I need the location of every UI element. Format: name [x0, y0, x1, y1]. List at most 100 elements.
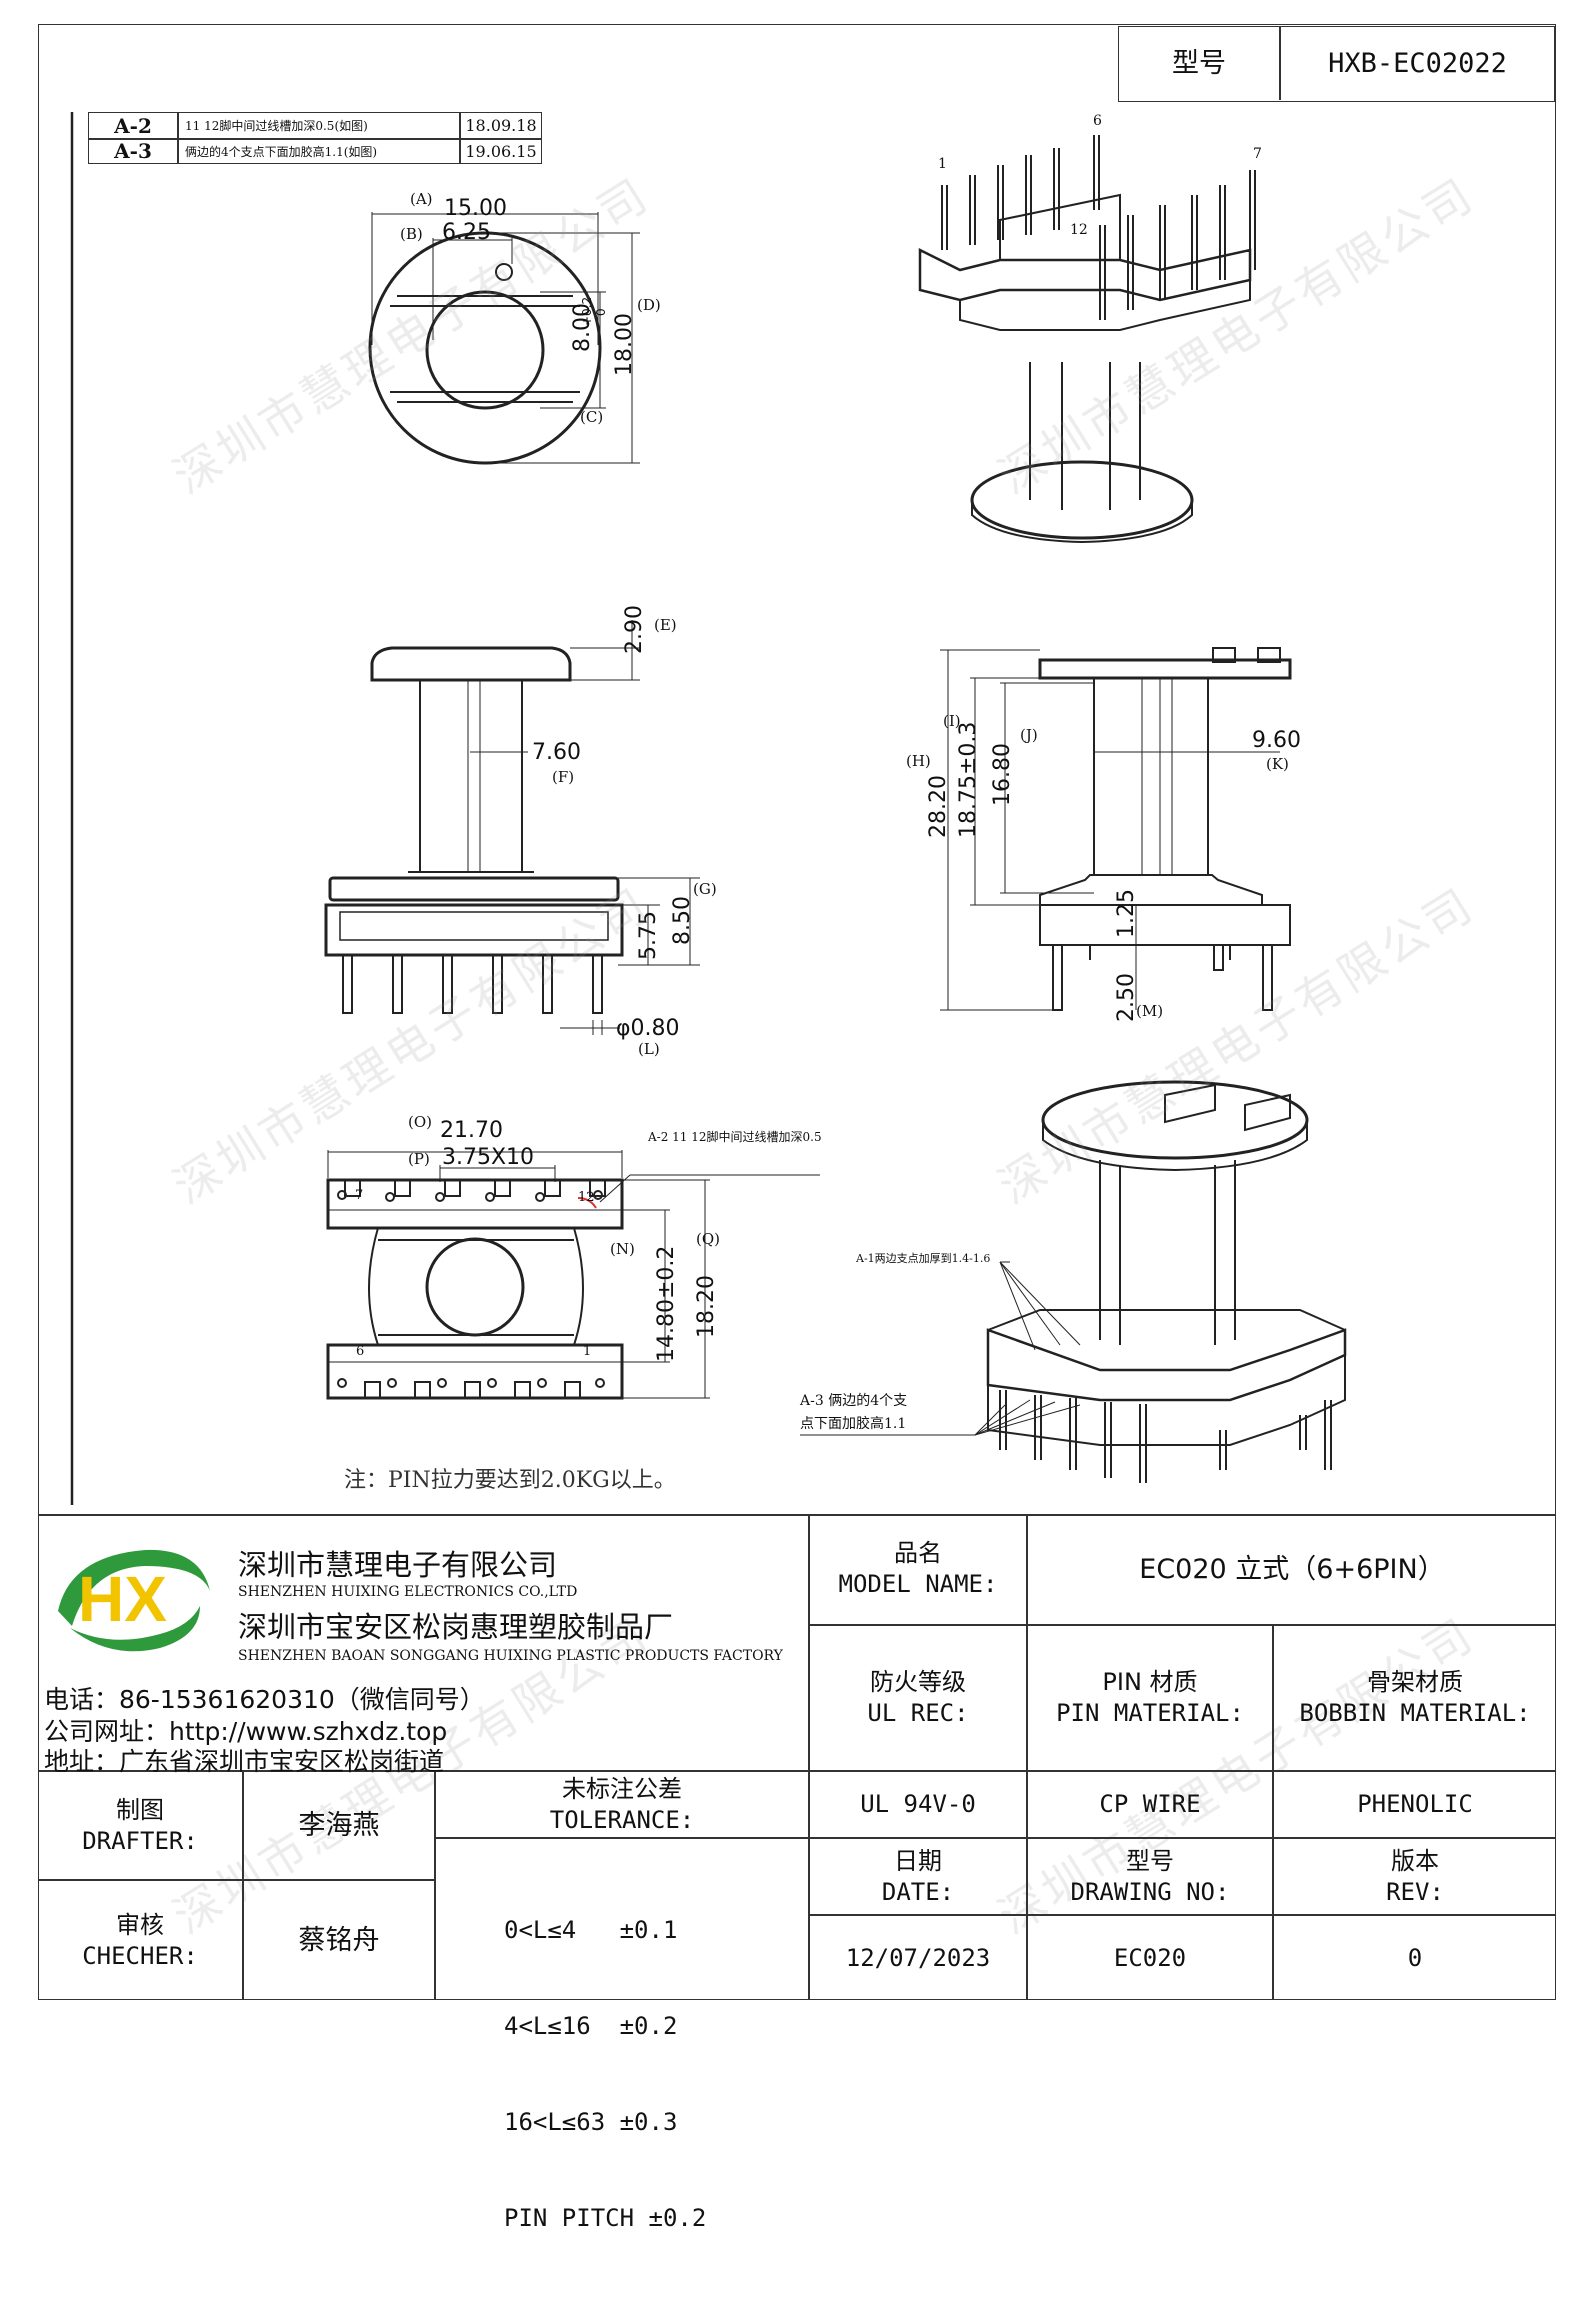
bottom-pin-12: 12	[578, 1190, 595, 1205]
pin-material-cn: PIN 材质	[1102, 1668, 1198, 1696]
front-view	[324, 620, 700, 1035]
iso-view-bottom	[800, 1080, 1347, 1483]
dim-c-tol-upper: +0.2	[580, 296, 594, 326]
dim-n-label: (N)	[610, 1240, 635, 1258]
revision-table: A-2 11 12脚中间过线槽加深0.5(如图) 18.09.18 A-3 俩边…	[88, 112, 542, 164]
pin-material-label: PIN 材质 PIN MATERIAL:	[1028, 1626, 1272, 1770]
revision-a3-desc: 俩边的4个支点下面加胶高1.1(如图)	[185, 144, 378, 159]
dim-c-tol-lower: 0	[594, 308, 608, 316]
note-a2: A-2 11 12脚中间过线槽加深0.5	[648, 1130, 822, 1144]
dim-c-label: (C)	[580, 408, 604, 426]
dim-h-label: (H)	[906, 752, 931, 770]
title-block: HX 深圳市慧理电子有限公司 SHENZHEN HUIXING ELECTRON…	[38, 1514, 1556, 2232]
ul-rec-en: UL REC:	[867, 1699, 969, 1727]
drawing-no-value: EC020	[1113, 1943, 1187, 1972]
pin-material-value: CP WIRE	[1099, 1790, 1201, 1818]
tolerance-cn: 未标注公差	[562, 1774, 682, 1803]
dim-q-value: 18.20	[694, 1275, 719, 1338]
revision-a3-id: A-3	[114, 139, 152, 163]
bottom-pin-7: 7	[355, 1188, 364, 1203]
bobbin-material-label: 骨架材质 BOBBIN MATERIAL:	[1274, 1626, 1556, 1770]
dim-p-value: 3.75X10	[442, 1145, 535, 1170]
dim-f-label: (F)	[552, 768, 575, 786]
dim-k-label: (K)	[1266, 755, 1289, 773]
dim-b-value: 6.25	[442, 220, 491, 245]
bottom-view	[326, 1150, 820, 1400]
dim-o-label: (O)	[408, 1113, 433, 1131]
bobbin-material-value: PHENOLIC	[1357, 1790, 1473, 1818]
company-phone: 电话：86-15361620310（微信同号）	[44, 1685, 485, 1714]
bottom-pin-6: 6	[356, 1344, 365, 1359]
drafter-en: DRAFTER:	[82, 1826, 198, 1855]
logo-text: HX	[78, 1563, 167, 1635]
date-value: 12/07/2023	[845, 1943, 991, 1972]
dim-i-label: (I)	[943, 712, 961, 730]
top-view	[368, 212, 640, 465]
dim-f-value: 7.60	[532, 740, 581, 765]
drawing-no-cn: 型号	[1126, 1846, 1174, 1875]
rev-label: 版本 REV:	[1274, 1839, 1556, 1914]
tolerance-line: PIN PITCH ±0.2	[504, 2204, 707, 2232]
rev-cn: 版本	[1391, 1846, 1439, 1875]
model-name-value: EC020 立式（6+6PIN）	[1139, 1553, 1445, 1585]
dim-q-label: (Q)	[696, 1230, 721, 1248]
company-address: 地址：广东省深圳市宝安区松岗街道	[44, 1747, 445, 1776]
tolerance-line: 16<L≤63 ±0.3	[504, 2108, 678, 2136]
date-en: DATE:	[881, 1877, 955, 1906]
note-a3-line1: A-3 俩边的4个支	[800, 1393, 908, 1409]
dim-j-value: 16.80	[990, 743, 1015, 806]
ul-rec-value: UL 94V-0	[860, 1790, 976, 1818]
tolerance-en: TOLERANCE:	[549, 1805, 695, 1834]
drafter-label: 制图 DRAFTER:	[38, 1772, 242, 1879]
company-name-en: SHENZHEN HUIXING ELECTRONICS CO.,LTD	[238, 1584, 578, 1600]
factory-name-en: SHENZHEN BAOAN SONGGANG HUIXING PLASTIC …	[238, 1648, 783, 1664]
checker-en: CHECHER:	[82, 1941, 198, 1970]
dim-g-value: 8.50	[670, 896, 695, 945]
revision-a2-desc: 11 12脚中间过线槽加深0.5(如图)	[185, 119, 368, 133]
bobbin-material-cn: 骨架材质	[1367, 1668, 1463, 1696]
rev-value: 0	[1407, 1943, 1423, 1972]
date-label: 日期 DATE:	[810, 1839, 1026, 1914]
checker-cn: 审核	[116, 1910, 164, 1939]
iso-pin-12: 12	[1070, 222, 1088, 238]
dim-a-label: (A)	[410, 190, 433, 208]
dim-e-value: 2.90	[622, 605, 647, 654]
technical-drawing	[70, 112, 1347, 1505]
dim-o-value: 21.70	[440, 1118, 503, 1143]
header-type-box: 型号 HXB-EC02022	[1118, 26, 1555, 102]
drawing-frame	[38, 24, 1556, 2000]
side-view	[940, 647, 1292, 1011]
dim-k-value: 9.60	[1252, 728, 1301, 753]
revision-a2-id: A-2	[114, 113, 152, 138]
dim-a-value: 15.00	[444, 196, 507, 221]
tolerance-line: 0<L≤4 ±0.1	[504, 1916, 678, 1944]
model-name-label: 品名 MODEL NAME:	[810, 1514, 1026, 1624]
bobbin-material-en: BOBBIN MATERIAL:	[1299, 1699, 1531, 1727]
dim-j-label: (J)	[1020, 726, 1038, 744]
company-name-cn: 深圳市慧理电子有限公司	[238, 1548, 558, 1582]
tolerance-label: 未标注公差 TOLERANCE:	[436, 1772, 808, 1837]
iso-view-top	[918, 135, 1256, 544]
dim-p-label: (P)	[408, 1150, 430, 1168]
revision-a3-date: 19.06.15	[465, 141, 537, 161]
model-name-cn: 品名	[894, 1539, 942, 1567]
date-cn: 日期	[894, 1846, 942, 1875]
tolerance-line: 4<L≤16 ±0.2	[504, 2012, 678, 2040]
ul-rec-cn: 防火等级	[870, 1668, 966, 1696]
note-main: 注：PIN拉力要达到2.0KG以上。	[344, 1468, 676, 1493]
note-a1: A-1两边支点加厚到1.4-1.6	[856, 1252, 991, 1265]
factory-name-cn: 深圳市宝安区松岗惠理塑胶制品厂	[238, 1610, 674, 1644]
iso-pin-7: 7	[1253, 146, 1262, 162]
iso-pin-1: 1	[938, 156, 947, 172]
dim-l-label: (L)	[638, 1040, 660, 1058]
company-website: 公司网址：http://www.szhxdz.top	[44, 1717, 448, 1746]
dim-h-value: 28.20	[926, 775, 951, 838]
dim-l-value: φ0.80	[616, 1016, 680, 1041]
ul-rec-label: 防火等级 UL REC:	[810, 1626, 1026, 1770]
rev-en: REV:	[1386, 1877, 1444, 1906]
dim-b-label: (B)	[400, 225, 423, 243]
dim-i-value: 18.75±0.3	[956, 721, 981, 838]
dim-d-label: (D)	[637, 296, 661, 314]
dim-m-label: (M)	[1136, 1002, 1164, 1020]
model-name-en: MODEL NAME:	[838, 1570, 998, 1598]
